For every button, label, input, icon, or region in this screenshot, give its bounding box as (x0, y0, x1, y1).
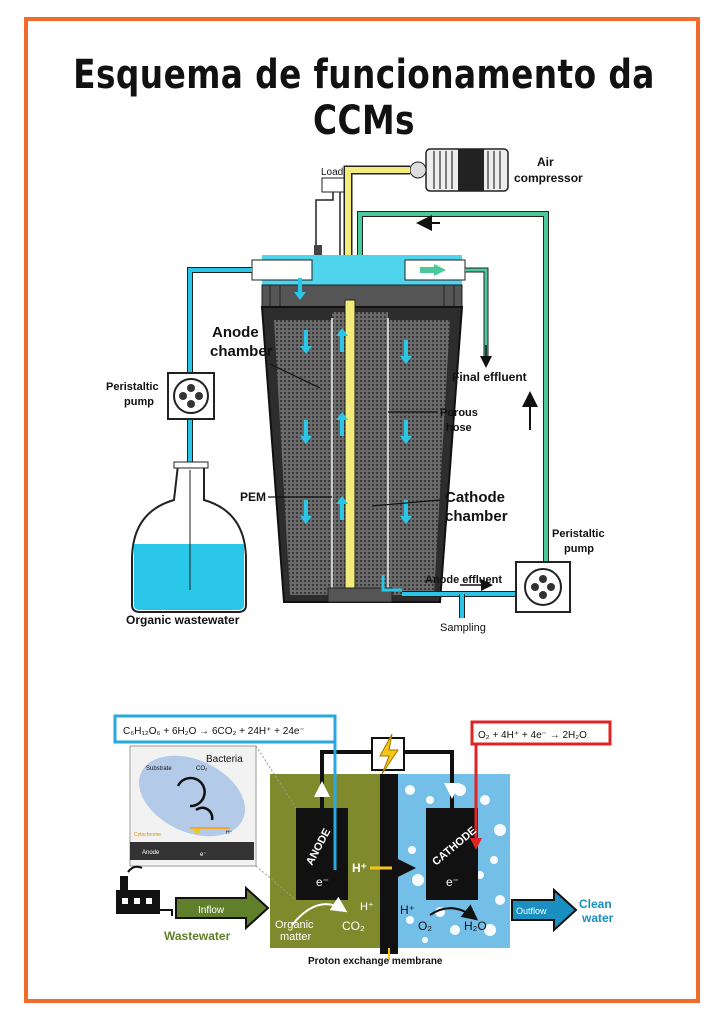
factory-icon (116, 865, 173, 916)
pump-right-label-2: pump (564, 543, 594, 555)
h2o-label: H₂O (464, 919, 487, 933)
lightning-icon (379, 733, 399, 775)
cathode-chamber-label-1: Cathode (445, 489, 505, 506)
organic-wastewater-label: Organic wastewater (126, 613, 240, 627)
anode-eminus: e⁻ (316, 875, 329, 889)
load-label: Load (321, 167, 343, 178)
o2-label: O₂ (418, 919, 432, 933)
inset-hplus: H⁺ (226, 830, 233, 836)
anode-chamber-label-1: Anode (212, 324, 259, 341)
air-compressor-label-2: compressor (514, 171, 583, 185)
hplus-membrane-label: H⁺ (352, 861, 367, 875)
inset-eminus: e⁻ (200, 852, 207, 858)
anode-effluent-label: Anode effluent (425, 574, 502, 586)
inset-anode: Anode (142, 850, 160, 856)
cathode-equation: O₂ + 4H⁺ + 4e⁻ → 2H₂O (478, 730, 587, 741)
peristaltic-pump-right-icon (515, 561, 571, 613)
inset-co2: CO₂ (196, 766, 208, 772)
inset-substrate: Substrate (146, 766, 172, 772)
cathode-hplus: H⁺ (400, 903, 415, 917)
pump-left-label-1: Peristaltic (106, 381, 159, 393)
membrane-label: Proton exchange membrane (308, 956, 443, 967)
pump-right-label-1: Peristaltic (552, 528, 605, 540)
anode-hplus: H⁺ (360, 901, 374, 913)
air-compressor-icon (409, 148, 509, 192)
porous-hose-label-1: Porous (440, 407, 478, 419)
organic-matter-label-2: matter (280, 931, 312, 943)
pump-left-label-2: pump (124, 396, 154, 408)
inset-cytochrome: Cytochrome (134, 832, 161, 838)
orange-border-frame (24, 17, 700, 1003)
outflow-arrow (511, 887, 578, 933)
air-compressor-label-1: Air (537, 155, 554, 169)
final-effluent-label: Final effluent (452, 370, 527, 384)
clean-water-label-1: Clean (579, 897, 612, 911)
clean-water-label-2: water (581, 911, 614, 925)
porous-hose-label-2: hose (446, 422, 472, 434)
co2-label: CO₂ (342, 919, 365, 933)
inflow-arrow (175, 885, 270, 931)
anode-equation: C₆H₁₂O₆ + 6H₂O → 6CO₂ + 24H⁺ + 24e⁻ (123, 726, 305, 737)
sampling-label: Sampling (440, 622, 486, 634)
cathode-chamber-label-2: chamber (445, 508, 508, 525)
peristaltic-pump-left-icon (167, 372, 215, 420)
pem-label: PEM (240, 490, 266, 504)
page-title: Esquema de funcionamento da CCMs (73, 52, 655, 144)
cathode-eminus: e⁻ (446, 875, 459, 889)
wastewater-bottle-icon (131, 461, 247, 613)
inflow-label: Inflow (198, 905, 225, 916)
inset-bacteria: Bacteria (206, 754, 243, 765)
wastewater-label: Wastewater (164, 929, 231, 943)
outflow-label: Outflow (516, 906, 547, 916)
organic-matter-label-1: Organic (275, 919, 314, 931)
anode-chamber-label-2: chamber (210, 343, 273, 360)
